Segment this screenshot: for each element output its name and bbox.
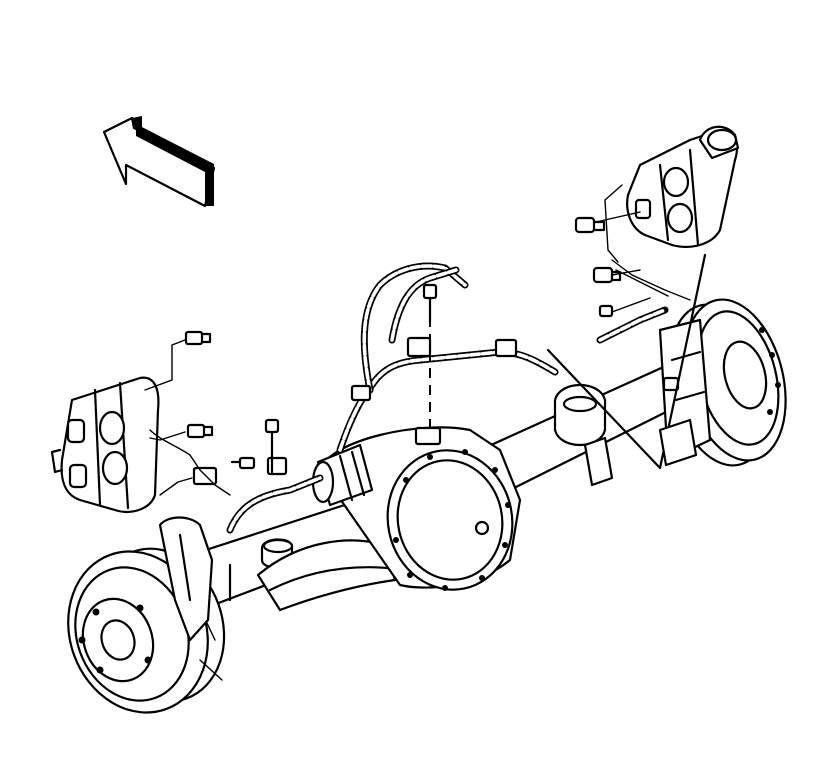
right-axle-bracket — [583, 418, 698, 487]
direction-arrow-icon — [102, 116, 216, 208]
right-pointer-icon — [546, 253, 707, 470]
differential-housing — [311, 426, 522, 591]
bolt-icon — [149, 423, 214, 441]
bolt-icon — [592, 266, 641, 284]
bolt-icon — [264, 418, 280, 474]
bolt-icon — [144, 330, 212, 391]
left-axle-bracket — [158, 516, 214, 642]
sensor-wire — [149, 429, 231, 496]
bolt-icon — [574, 211, 641, 234]
caliper-mounting-bolts — [144, 211, 680, 474]
bolt-icon — [598, 297, 651, 318]
right-brake-caliper — [626, 125, 740, 248]
bolt-icon — [422, 283, 438, 324]
leader-line — [159, 477, 193, 496]
right-brake-rotor — [658, 298, 787, 467]
brake-hose-harness — [192, 184, 691, 534]
bolt-icon — [230, 456, 256, 470]
left-brake-caliper — [50, 376, 160, 513]
